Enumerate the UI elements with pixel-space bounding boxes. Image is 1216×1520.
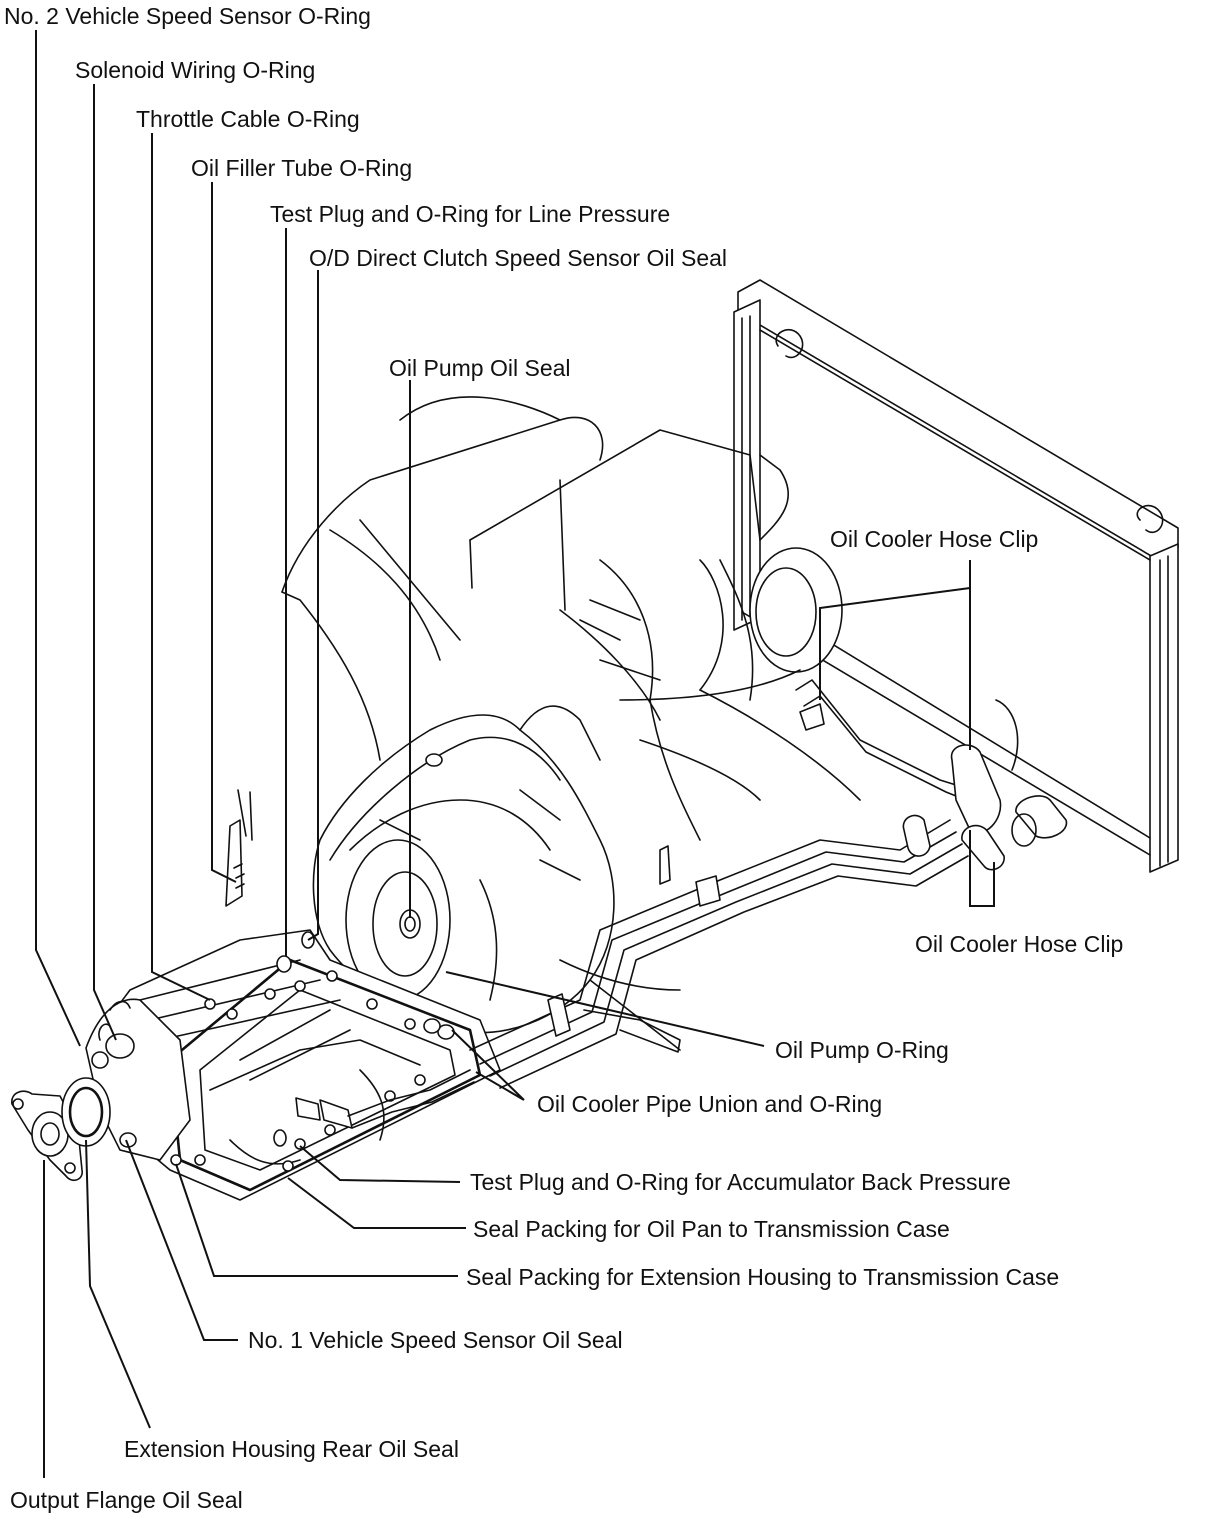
transmission-case-drawing — [312, 705, 681, 1051]
extension-housing-drawing — [11, 998, 191, 1182]
label-oil-filler-tube-o-ring: Oil Filler Tube O-Ring — [191, 155, 412, 181]
oil-cooler-pipes-drawing — [319, 679, 1005, 1129]
label-test-plug-line-pressure: Test Plug and O-Ring for Line Pressure — [270, 201, 670, 227]
label-no2-vehicle-speed-sensor-o-ring: No. 2 Vehicle Speed Sensor O-Ring — [4, 3, 371, 29]
label-solenoid-wiring-o-ring: Solenoid Wiring O-Ring — [75, 57, 315, 83]
label-oil-cooler-hose-clip-upper: Oil Cooler Hose Clip — [830, 526, 1038, 552]
transmission-body-drawing — [99, 789, 501, 1201]
callout-labels: No. 2 Vehicle Speed Sensor O-Ring Soleno… — [4, 3, 1123, 1513]
label-throttle-cable-o-ring: Throttle Cable O-Ring — [136, 106, 360, 132]
label-no1-vehicle-speed-sensor-oil-seal: No. 1 Vehicle Speed Sensor Oil Seal — [248, 1327, 623, 1353]
label-oil-cooler-hose-clip-lower: Oil Cooler Hose Clip — [915, 931, 1123, 957]
label-od-direct-clutch-speed-sensor-oil-seal: O/D Direct Clutch Speed Sensor Oil Seal — [309, 245, 727, 271]
leader-lines — [35, 30, 995, 1478]
label-seal-packing-extension-housing: Seal Packing for Extension Housing to Tr… — [466, 1264, 1059, 1290]
label-output-flange-oil-seal: Output Flange Oil Seal — [10, 1487, 243, 1513]
label-seal-packing-oil-pan: Seal Packing for Oil Pan to Transmission… — [473, 1216, 950, 1242]
label-test-plug-accumulator-back-pressure: Test Plug and O-Ring for Accumulator Bac… — [470, 1169, 1011, 1195]
label-oil-pump-o-ring: Oil Pump O-Ring — [775, 1037, 949, 1063]
label-oil-pump-oil-seal: Oil Pump Oil Seal — [389, 355, 571, 381]
radiator-drawing — [733, 279, 1179, 873]
label-oil-cooler-pipe-union-o-ring: Oil Cooler Pipe Union and O-Ring — [537, 1091, 882, 1117]
label-extension-housing-rear-oil-seal: Extension Housing Rear Oil Seal — [124, 1436, 459, 1462]
